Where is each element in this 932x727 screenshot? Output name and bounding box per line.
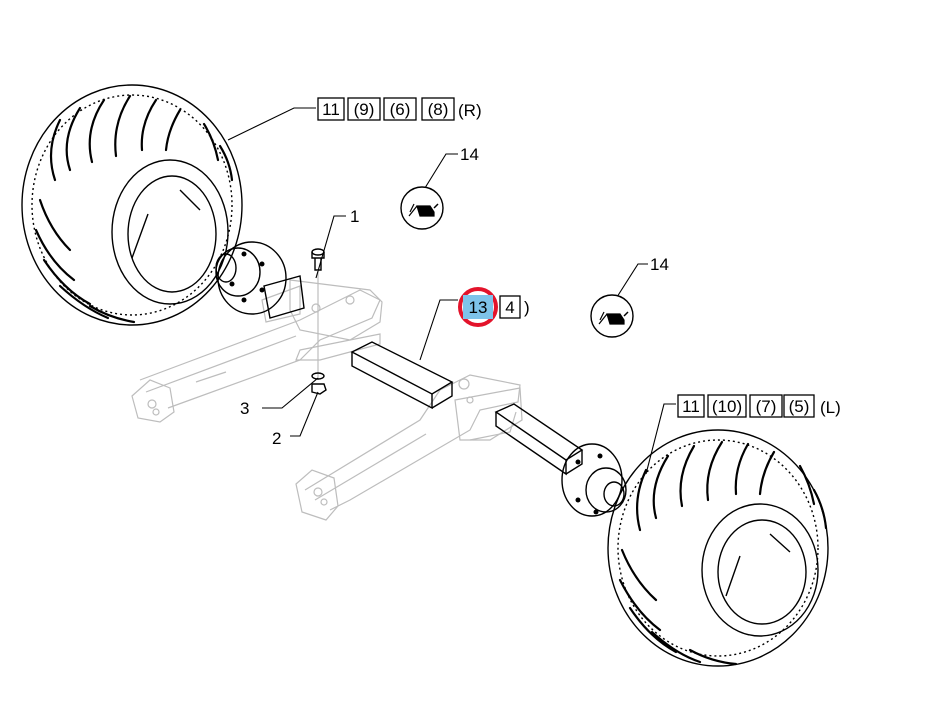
callout-axle[interactable]: 13 4 ) <box>458 287 530 327</box>
callout-bracket: ) <box>524 298 530 317</box>
oil-can-icon <box>590 294 634 338</box>
callout-bolt[interactable]: 1 <box>350 207 359 226</box>
nut-2 <box>311 383 327 395</box>
callout-part-number: (10) <box>712 397 742 416</box>
callout-washer[interactable]: 3 <box>240 399 249 418</box>
callout-part-number: (7) <box>756 397 777 416</box>
callout-part-number: 11 <box>682 397 700 416</box>
callout-lube-top[interactable]: 14 <box>460 145 479 164</box>
callout-part-number: 4 <box>505 298 514 317</box>
hub-right <box>561 443 627 517</box>
callout-wheel-left[interactable]: 11 (10) (7) (5) (L) <box>677 394 841 418</box>
axle-frame <box>131 279 523 521</box>
axle-beam <box>350 341 584 476</box>
callout-side-label: (R) <box>458 101 482 120</box>
tire-right <box>21 84 243 326</box>
tire-left <box>607 429 829 667</box>
callout-part-number: (8) <box>428 100 449 119</box>
callout-part-number: (5) <box>789 397 810 416</box>
callout-part-number: (9) <box>354 100 375 119</box>
selected-part-number: 13 <box>469 298 488 317</box>
oil-can-icon <box>400 186 444 230</box>
callout-wheel-right[interactable]: 11 (9) (6) (8) (R) <box>317 97 482 121</box>
callout-part-number: (6) <box>390 100 411 119</box>
callout-lube-right[interactable]: 14 <box>650 255 669 274</box>
callout-part-number: 11 <box>322 100 340 119</box>
washer-3 <box>311 372 325 380</box>
callout-side-label: (L) <box>820 398 841 417</box>
leader-lines <box>227 107 676 475</box>
callout-nut[interactable]: 2 <box>272 429 281 448</box>
